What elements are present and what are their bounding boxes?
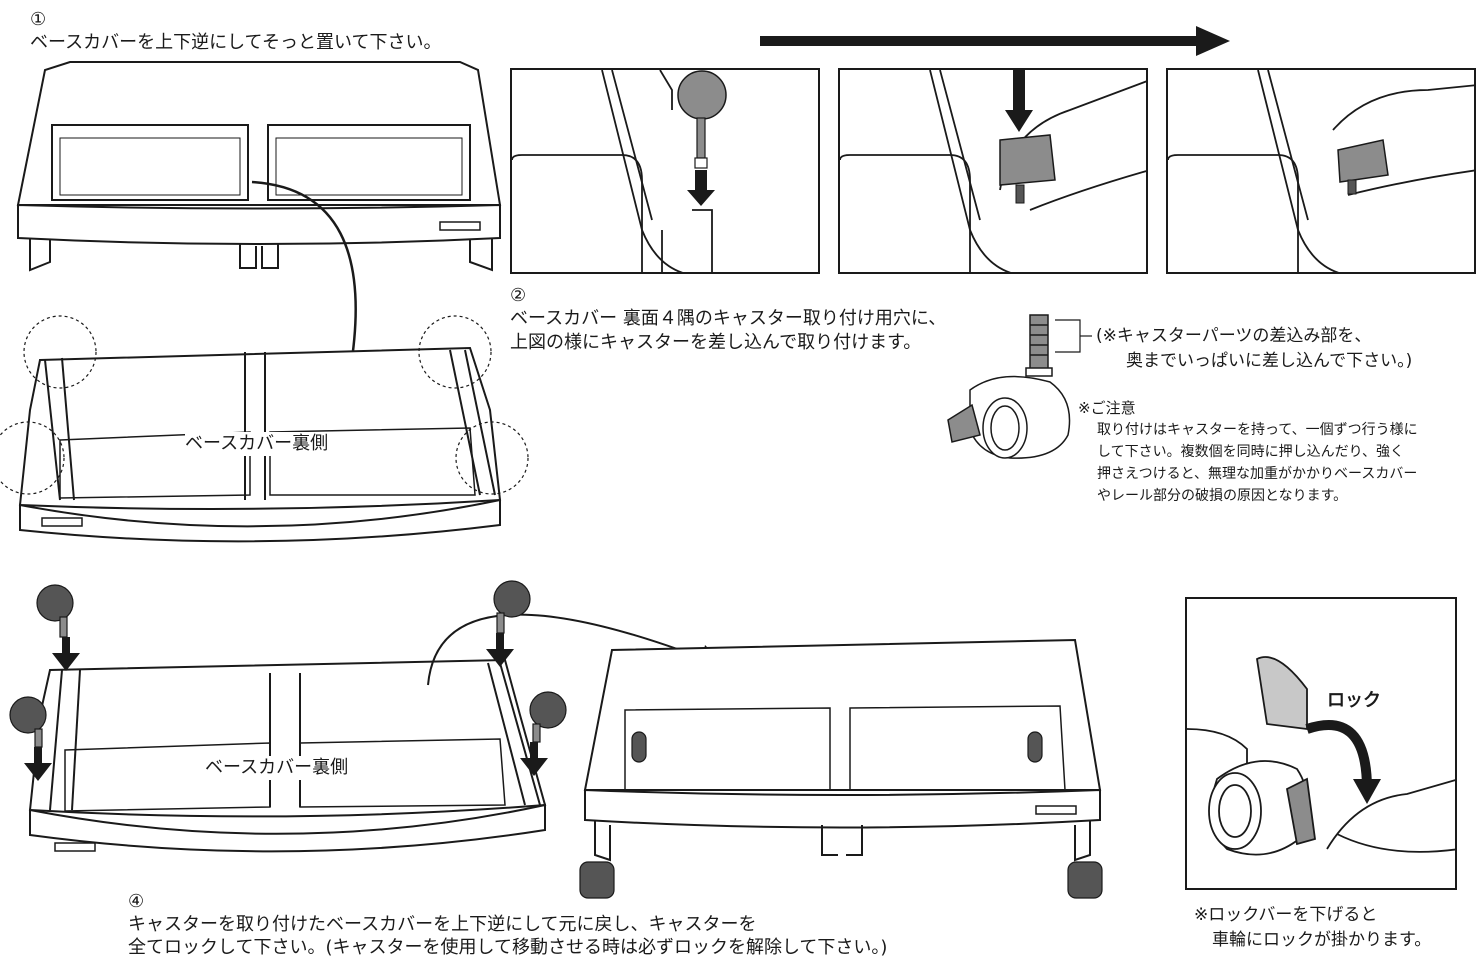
caster-icon xyxy=(677,70,727,120)
underside-with-casters-illustration xyxy=(9,580,725,853)
caution-line-4: やレール部分の破損の原因となります。 xyxy=(1097,488,1348,504)
underside-label: ベースカバー裏側 xyxy=(185,432,329,457)
step4-line1: キャスターを取り付けたベースカバーを上下逆にして元に戻し、キャスターを xyxy=(128,914,757,935)
sequence-arrow xyxy=(760,26,1230,56)
step2-number: ② xyxy=(510,285,527,306)
caution-line-1: 取り付けはキャスターを持って、一個ずつ行う様に xyxy=(1097,422,1418,438)
base-cover-underside-illustration xyxy=(0,315,529,543)
lock-note-line2: 車輪にロックが掛かります。 xyxy=(1212,930,1432,950)
underside-label-2: ベースカバー裏側 xyxy=(205,756,349,781)
step4-line2: 全てロックして下さい。(キャスターを使用して移動させる時は必ずロックを解除して下… xyxy=(128,937,888,958)
insert-step-panel-3 xyxy=(1166,68,1476,274)
caution-line-2: して下さい。複数個を同時に押し込んだり、強く xyxy=(1097,444,1405,460)
caster-wheel-icons xyxy=(579,731,1103,899)
caster-part-illustration xyxy=(947,314,1092,459)
insert-step-panel-2 xyxy=(838,68,1148,274)
step1-instruction: ベースカバーを上下逆にしてそっと置いて下さい。 xyxy=(30,32,442,53)
lock-detail-panel: ロック xyxy=(1185,597,1457,890)
base-cover-upright-illustration xyxy=(16,61,502,272)
lock-label: ロック xyxy=(1327,690,1381,711)
lock-note-line1: ※ロックバーを下げると xyxy=(1194,905,1378,925)
step2-line1: ベースカバー 裏面４隅のキャスター取り付け用穴に、 xyxy=(510,308,947,329)
base-cover-on-casters-illustration xyxy=(579,638,1103,899)
caution-title: ※ご注意 xyxy=(1078,399,1136,417)
caster-note-line1: (※キャスターパーツの差込み部を、 xyxy=(1096,326,1372,346)
caster-note-line2: 奥までいっぱいに差し込んで下さい。) xyxy=(1126,351,1413,371)
caution-line-3: 押さえつけると、無理な加重がかかりベースカバー xyxy=(1097,466,1418,482)
caster-icon xyxy=(1337,139,1389,183)
caster-icon xyxy=(999,134,1056,186)
mounting-hole-highlight-circles xyxy=(0,315,529,495)
caster-icons xyxy=(9,580,567,748)
step2-line2: 上図の様にキャスターを差し込んで取り付けます。 xyxy=(510,332,922,353)
step4-number: ④ xyxy=(128,891,145,912)
insert-step-panel-1 xyxy=(510,68,820,274)
step1-number: ① xyxy=(30,9,47,30)
